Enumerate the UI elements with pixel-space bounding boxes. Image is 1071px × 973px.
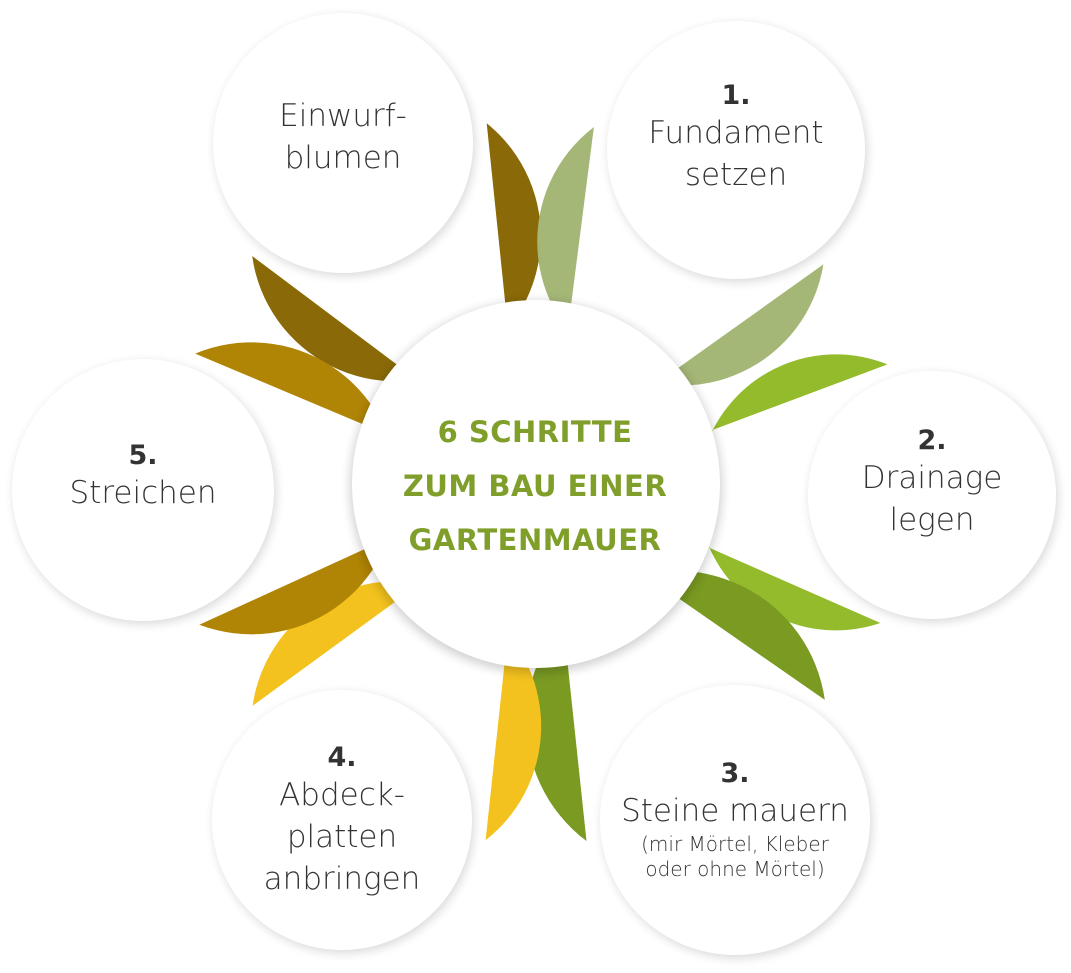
step-number: 2. (917, 425, 947, 456)
petal-inner-einwurf (213, 13, 473, 273)
petal-label-step2: 2. Drainage legen (802, 425, 1062, 541)
center-title-line-1: 6 SCHRITTE (437, 415, 633, 449)
center-title-line-2: ZUM BAU EINER (402, 469, 668, 503)
step-text-line: Streichen (69, 475, 217, 511)
petal-step3 (526, 509, 825, 841)
step-text-line: Fundament (648, 115, 824, 151)
step-text-line: Abdeck- (279, 777, 405, 813)
petal-label-einwurf: Einwurf-blumen (213, 95, 473, 179)
step-text-line: blumen (284, 140, 402, 176)
petal-inner-step4 (212, 690, 472, 950)
step-text-line: Drainage (861, 460, 1003, 496)
center-circle (352, 300, 720, 668)
petal-inner-step1 (607, 21, 865, 279)
center-title-line-3: GARTENMAUER (408, 523, 662, 557)
petal-inner-step3 (600, 685, 870, 955)
step-number: 3. (720, 758, 750, 789)
petal-label-step1: 1. Fundament setzen (606, 80, 866, 196)
step-note-line: oder ohne Mörtel) (645, 857, 825, 881)
step-text-line: anbringen (263, 861, 421, 897)
step-text-line: platten (286, 819, 398, 855)
petal-label-step5: 5. Streichen (13, 440, 273, 514)
step-note-line: (mir Mörtel, Kleber (641, 832, 829, 856)
center-title: 6 SCHRITTE ZUM BAU EINER GARTENMAUER (365, 405, 705, 567)
step-text-line: Steine mauern (621, 793, 849, 829)
petal-inner-step2 (808, 371, 1056, 619)
petal-label-step4: 4. Abdeck-platten anbringen (212, 742, 472, 900)
step-number: 5. (128, 440, 158, 471)
step-number: 4. (327, 742, 357, 773)
step-number: 1. (721, 80, 751, 111)
step-text-line: setzen (684, 157, 788, 193)
petal-inner-step5 (12, 359, 274, 621)
step-text-line: legen (889, 502, 975, 538)
step-text-line: Einwurf- (279, 98, 407, 134)
